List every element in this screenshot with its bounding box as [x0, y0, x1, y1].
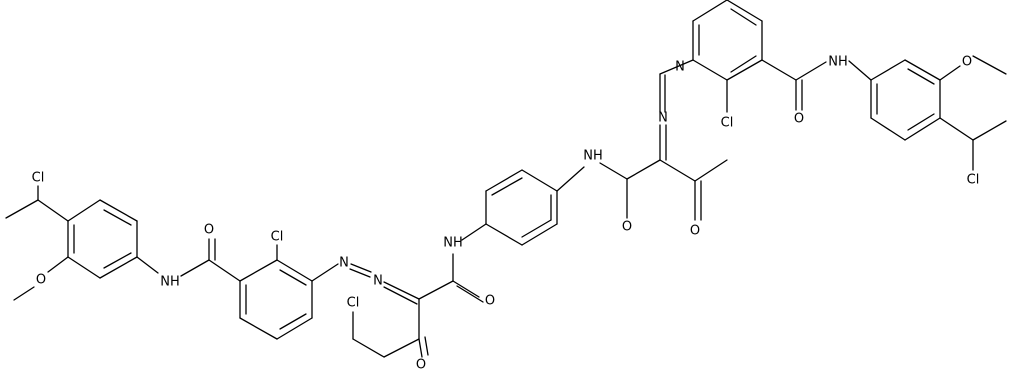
atom-label-o: O — [204, 223, 214, 238]
atom-label-nh: NH — [828, 55, 848, 70]
bond-line — [276, 259, 313, 282]
bond-line — [418, 280, 454, 300]
bond-line — [99, 199, 138, 222]
atom-label-cl: Cl — [32, 171, 45, 186]
atom-label-nh: NH — [160, 275, 180, 290]
bond-line — [730, 8, 757, 26]
bond-line — [456, 285, 484, 303]
bond-line — [350, 263, 372, 273]
bond-line — [383, 286, 418, 305]
bond-line — [907, 113, 935, 131]
bond-line — [208, 259, 241, 282]
bond-line — [103, 209, 132, 226]
bond-line — [626, 159, 661, 180]
bond-line — [383, 281, 420, 300]
bond-line — [904, 117, 941, 141]
bond-line — [461, 223, 487, 241]
atom-labels: Cl O NH O Cl N N NH O O Cl NH O O N N Cl… — [32, 55, 980, 371]
bond-line — [904, 59, 941, 81]
bond-line — [352, 338, 385, 358]
atom-label-o: O — [794, 112, 804, 127]
bond-line — [972, 55, 1007, 75]
bond-line — [599, 162, 628, 180]
bond-line — [848, 60, 872, 81]
bond-line — [521, 219, 552, 238]
bond-lines — [5, 0, 1007, 358]
bond-line — [13, 286, 35, 301]
bond-line — [726, 0, 763, 22]
atom-label-o: O — [622, 220, 632, 235]
bond-line — [418, 338, 423, 358]
bond-line — [485, 223, 523, 246]
bond-line — [870, 59, 906, 81]
bond-line — [279, 269, 307, 286]
bond-line — [37, 199, 69, 222]
bond-line — [67, 199, 101, 222]
atom-label-n: N — [658, 111, 668, 126]
bond-line — [521, 169, 558, 192]
bond-line — [47, 256, 69, 273]
bond-line — [276, 317, 313, 340]
bond-line — [311, 263, 339, 282]
atom-label-o: O — [416, 358, 426, 371]
atom-label-n: N — [339, 256, 349, 271]
atom-label-n: N — [675, 60, 685, 75]
bond-line — [239, 317, 278, 340]
atom-label-nh: NH — [583, 149, 603, 164]
bond-line — [659, 59, 694, 75]
bond-line — [5, 199, 39, 219]
bond-line — [424, 336, 429, 356]
bond-line — [939, 117, 974, 141]
atom-label-o: O — [485, 294, 495, 309]
bond-line — [491, 177, 523, 196]
atom-label-cl: Cl — [967, 173, 980, 188]
atom-label-cl: Cl — [271, 230, 284, 245]
bond-line — [556, 166, 585, 192]
bond-line — [659, 159, 696, 182]
bond-line — [67, 256, 101, 279]
atom-label-o: O — [36, 273, 46, 288]
bond-line — [485, 169, 523, 192]
bond-line — [692, 0, 728, 22]
atom-label-nh: NH — [443, 236, 463, 251]
bond-line — [99, 256, 138, 279]
atom-label-o: O — [962, 55, 972, 70]
bond-line — [452, 280, 480, 298]
bond-line — [730, 55, 757, 73]
bond-line — [726, 59, 763, 81]
bond-line — [136, 256, 159, 274]
bond-line — [939, 65, 961, 81]
atom-label-n: N — [373, 274, 383, 289]
bond-line — [349, 268, 371, 278]
atom-label-cl: Cl — [347, 296, 360, 311]
bond-line — [795, 61, 827, 81]
bond-line — [870, 117, 906, 141]
bond-line — [103, 252, 132, 269]
bond-line — [383, 338, 420, 358]
atom-label-cl: Cl — [721, 116, 734, 131]
bond-line — [180, 259, 210, 277]
bond-line — [239, 259, 278, 282]
bond-line — [279, 313, 307, 330]
bond-line — [972, 120, 1007, 141]
atom-label-o: O — [690, 224, 700, 239]
bond-line — [692, 59, 728, 81]
bond-line — [907, 68, 935, 85]
bond-line — [521, 223, 558, 246]
bond-line — [761, 59, 797, 81]
bond-line — [694, 159, 728, 182]
